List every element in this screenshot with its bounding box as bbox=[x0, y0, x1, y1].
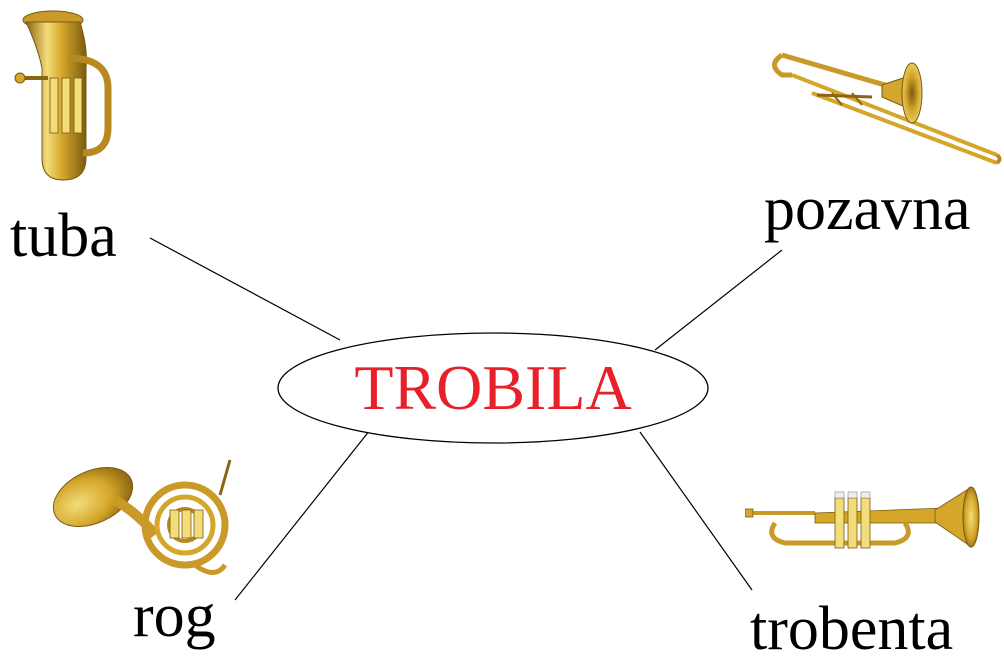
trumpet-icon bbox=[745, 486, 980, 549]
connector-pozavna bbox=[654, 249, 783, 351]
connector-tuba bbox=[149, 237, 341, 341]
branch-label-tuba: tuba bbox=[10, 202, 117, 270]
center-topic-label: TROBILA bbox=[354, 352, 632, 423]
branch-label-rog: rog bbox=[133, 582, 216, 650]
trombone-icon bbox=[772, 52, 1002, 165]
branch-label-trobenta: trobenta bbox=[750, 595, 954, 659]
connector-trobenta bbox=[639, 431, 753, 591]
branch-label-pozavna: pozavna bbox=[764, 175, 971, 243]
tuba-icon bbox=[14, 10, 112, 181]
connector-rog bbox=[234, 429, 371, 601]
center-ellipse bbox=[277, 332, 709, 444]
french-horn-icon bbox=[52, 459, 232, 575]
